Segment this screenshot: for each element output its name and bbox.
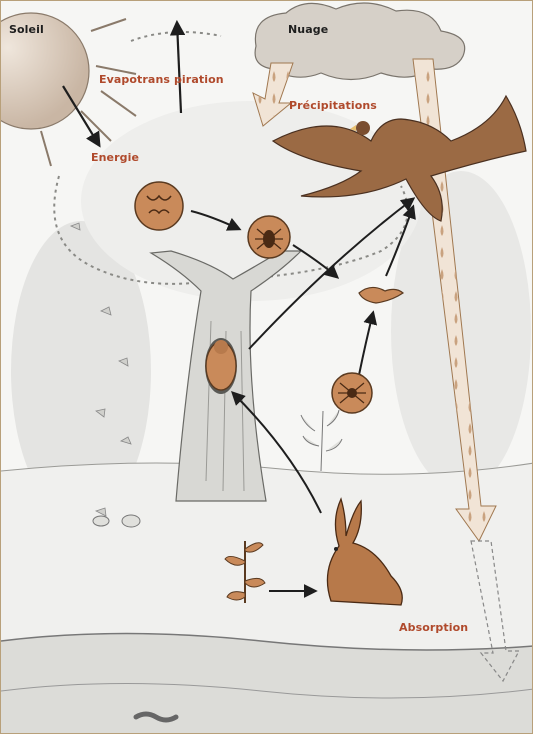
label-precipitation: Précipitations — [289, 99, 377, 112]
organism-spider — [332, 373, 372, 413]
organism-microorganisms — [135, 182, 183, 230]
label-sun: Soleil — [9, 23, 44, 36]
label-cloud: Nuage — [288, 23, 328, 36]
label-evapotranspiration: Evapotrans piration — [99, 73, 224, 86]
organism-insect — [248, 216, 290, 258]
label-absorption: Absorption — [399, 621, 468, 634]
ground — [1, 463, 533, 734]
label-energy: Energie — [91, 151, 139, 164]
